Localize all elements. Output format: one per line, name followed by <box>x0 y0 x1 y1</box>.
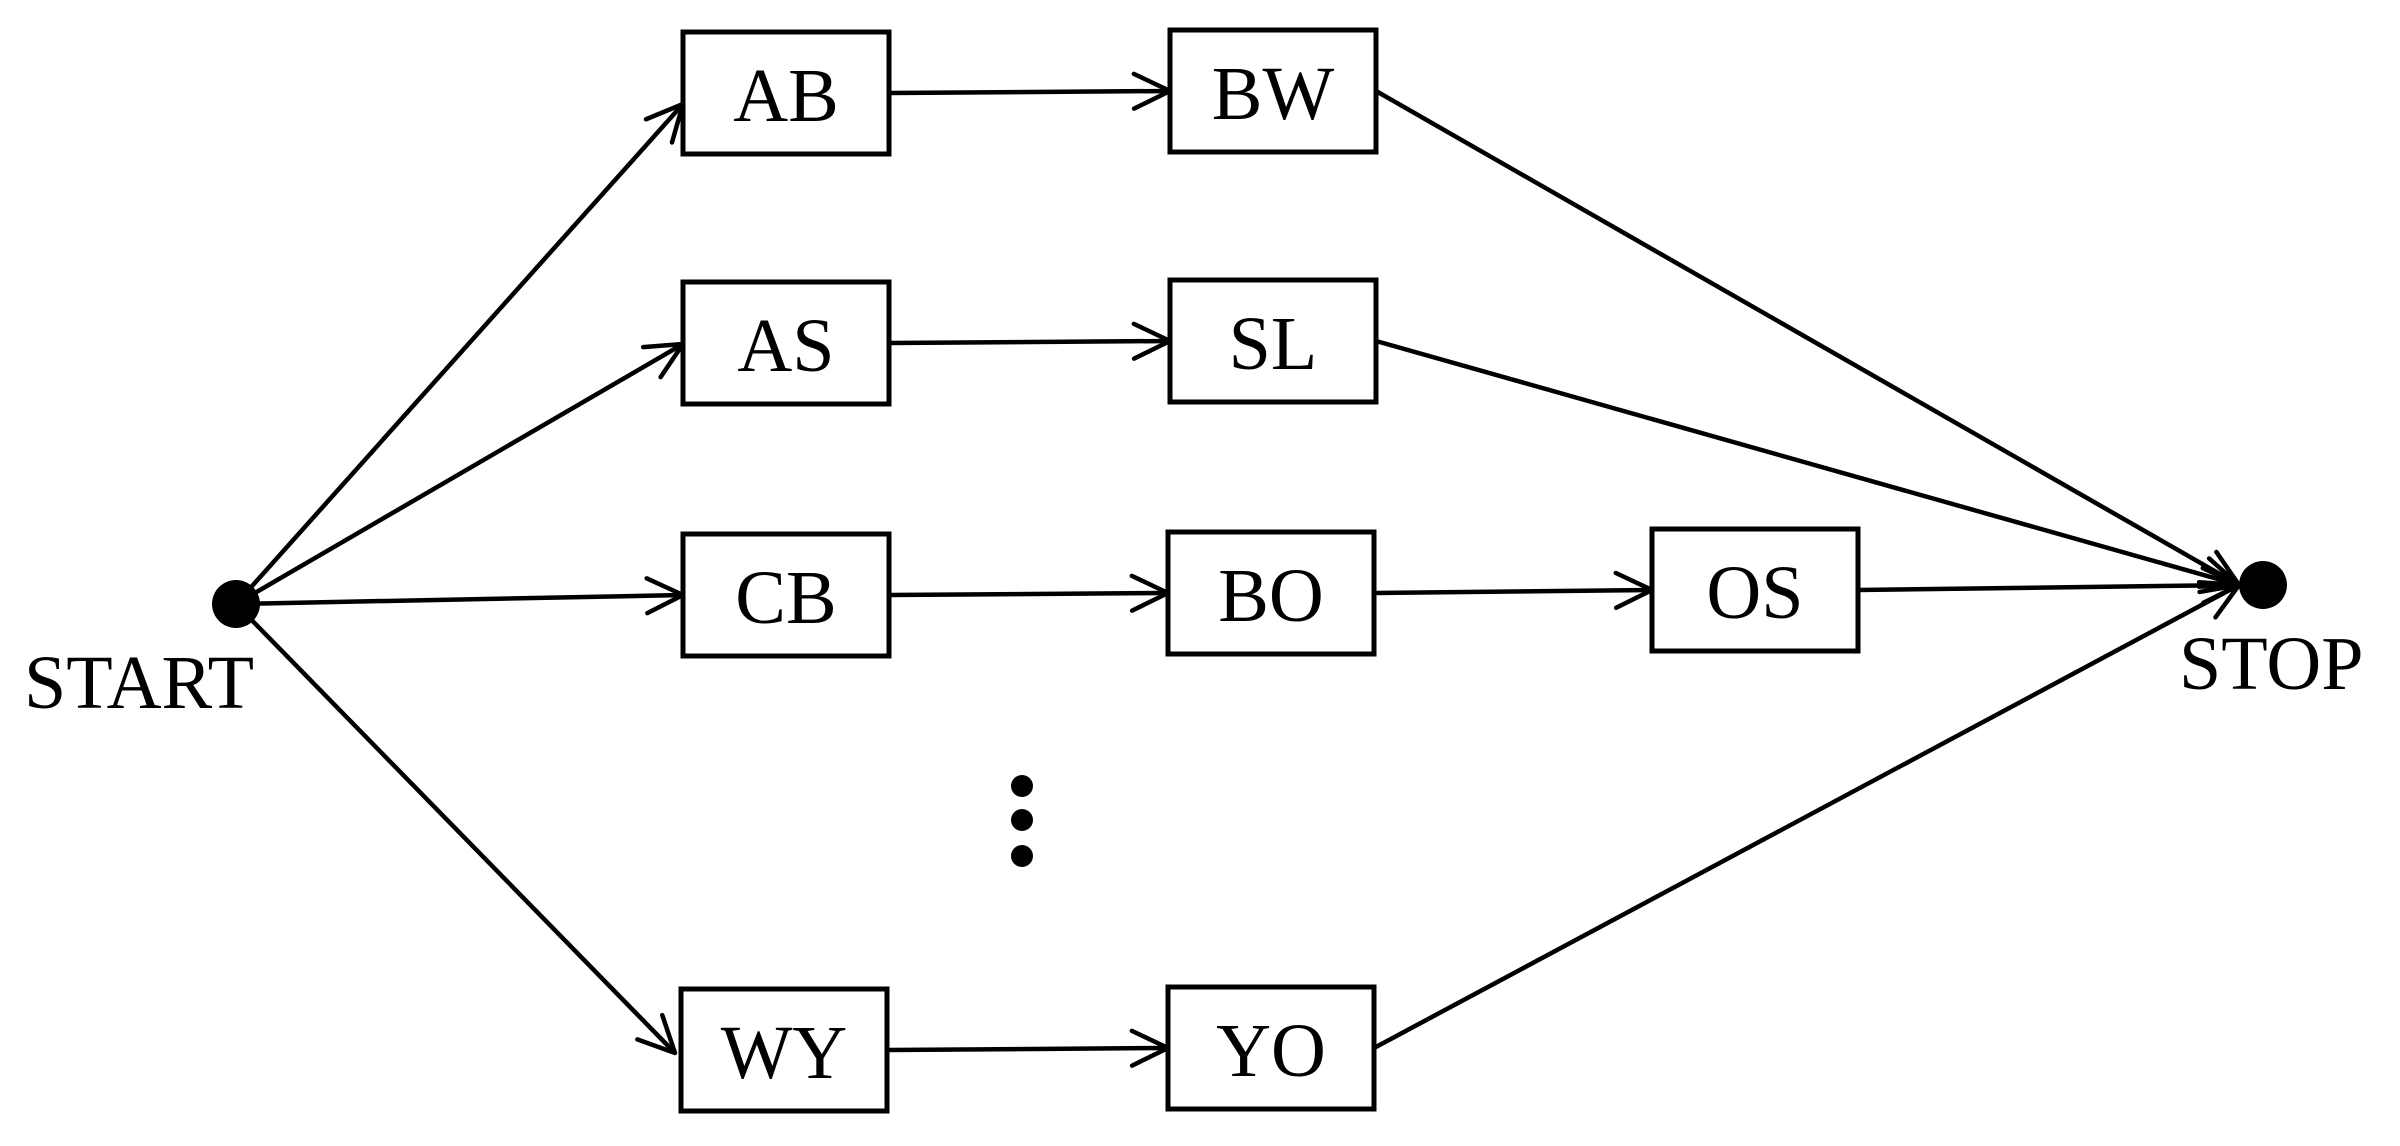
node-yo: YO <box>1165 984 1377 1112</box>
edge-start-wy <box>248 616 678 1056</box>
node-label: BO <box>1218 554 1324 638</box>
edge-line <box>252 342 685 596</box>
node-label: SL <box>1229 302 1318 386</box>
arrow-head-icon <box>635 1012 678 1056</box>
nodes: AB BW AS SL CB BO OS WY YO <box>678 27 1861 1114</box>
node-box <box>680 279 892 407</box>
edge-line <box>888 338 1171 346</box>
edge-line <box>247 102 685 591</box>
node-box <box>1167 27 1379 155</box>
node-wy: WY <box>678 986 890 1114</box>
node-box <box>1167 277 1379 405</box>
edge-line <box>1372 583 2241 1050</box>
ellipsis-dot <box>1011 809 1033 831</box>
start-label: START <box>24 641 254 725</box>
arrow-head-icon <box>640 341 686 380</box>
node-box <box>680 531 892 659</box>
node-label: AB <box>733 54 839 138</box>
edge-start-as <box>252 341 686 596</box>
node-sl: SL <box>1167 277 1379 405</box>
edge-line <box>886 1045 1169 1053</box>
edge-line <box>1857 582 2240 593</box>
edge-bw-stop <box>1374 89 2242 588</box>
vertical-ellipsis-icon <box>1011 775 1033 867</box>
node-box <box>680 29 892 157</box>
edge-start-cb <box>255 576 686 616</box>
stop-terminal-dot <box>2239 561 2287 609</box>
edge-start-ab <box>247 101 686 591</box>
edges <box>247 71 2242 1068</box>
edge-ab-bw <box>888 71 1173 111</box>
start-terminal-dot <box>212 580 260 628</box>
edge-line <box>1374 89 2241 587</box>
node-label: WY <box>721 1011 848 1095</box>
edge-line <box>1375 338 2240 588</box>
edge-line <box>1373 587 1653 596</box>
node-bo: BO <box>1165 529 1377 657</box>
node-box <box>1165 529 1377 657</box>
node-ab: AB <box>680 29 892 157</box>
edge-yo-stop <box>1372 582 2242 1050</box>
ellipsis-dot <box>1011 775 1033 797</box>
edge-line <box>888 590 1169 598</box>
node-as: AS <box>680 279 892 407</box>
node-box <box>1165 984 1377 1112</box>
node-label: YO <box>1216 1009 1326 1093</box>
edge-as-sl <box>888 321 1173 361</box>
ellipsis-dot <box>1011 845 1033 867</box>
edge-os-stop <box>1857 565 2242 606</box>
edge-wy-yo <box>886 1028 1171 1068</box>
edge-line <box>888 88 1171 96</box>
edge-line <box>248 616 677 1055</box>
node-box <box>678 986 890 1114</box>
node-bw: BW <box>1167 27 1379 155</box>
edge-bo-os <box>1373 570 1655 611</box>
node-cb: CB <box>680 531 892 659</box>
node-label: OS <box>1706 551 1803 635</box>
node-label: CB <box>735 556 836 640</box>
node-label: BW <box>1212 52 1335 136</box>
node-box <box>1649 526 1861 654</box>
stop-label: STOP <box>2179 622 2363 706</box>
edge-cb-bo <box>888 573 1171 613</box>
node-os: OS <box>1649 526 1861 654</box>
node-label: AS <box>737 304 834 388</box>
edge-line <box>255 592 684 606</box>
